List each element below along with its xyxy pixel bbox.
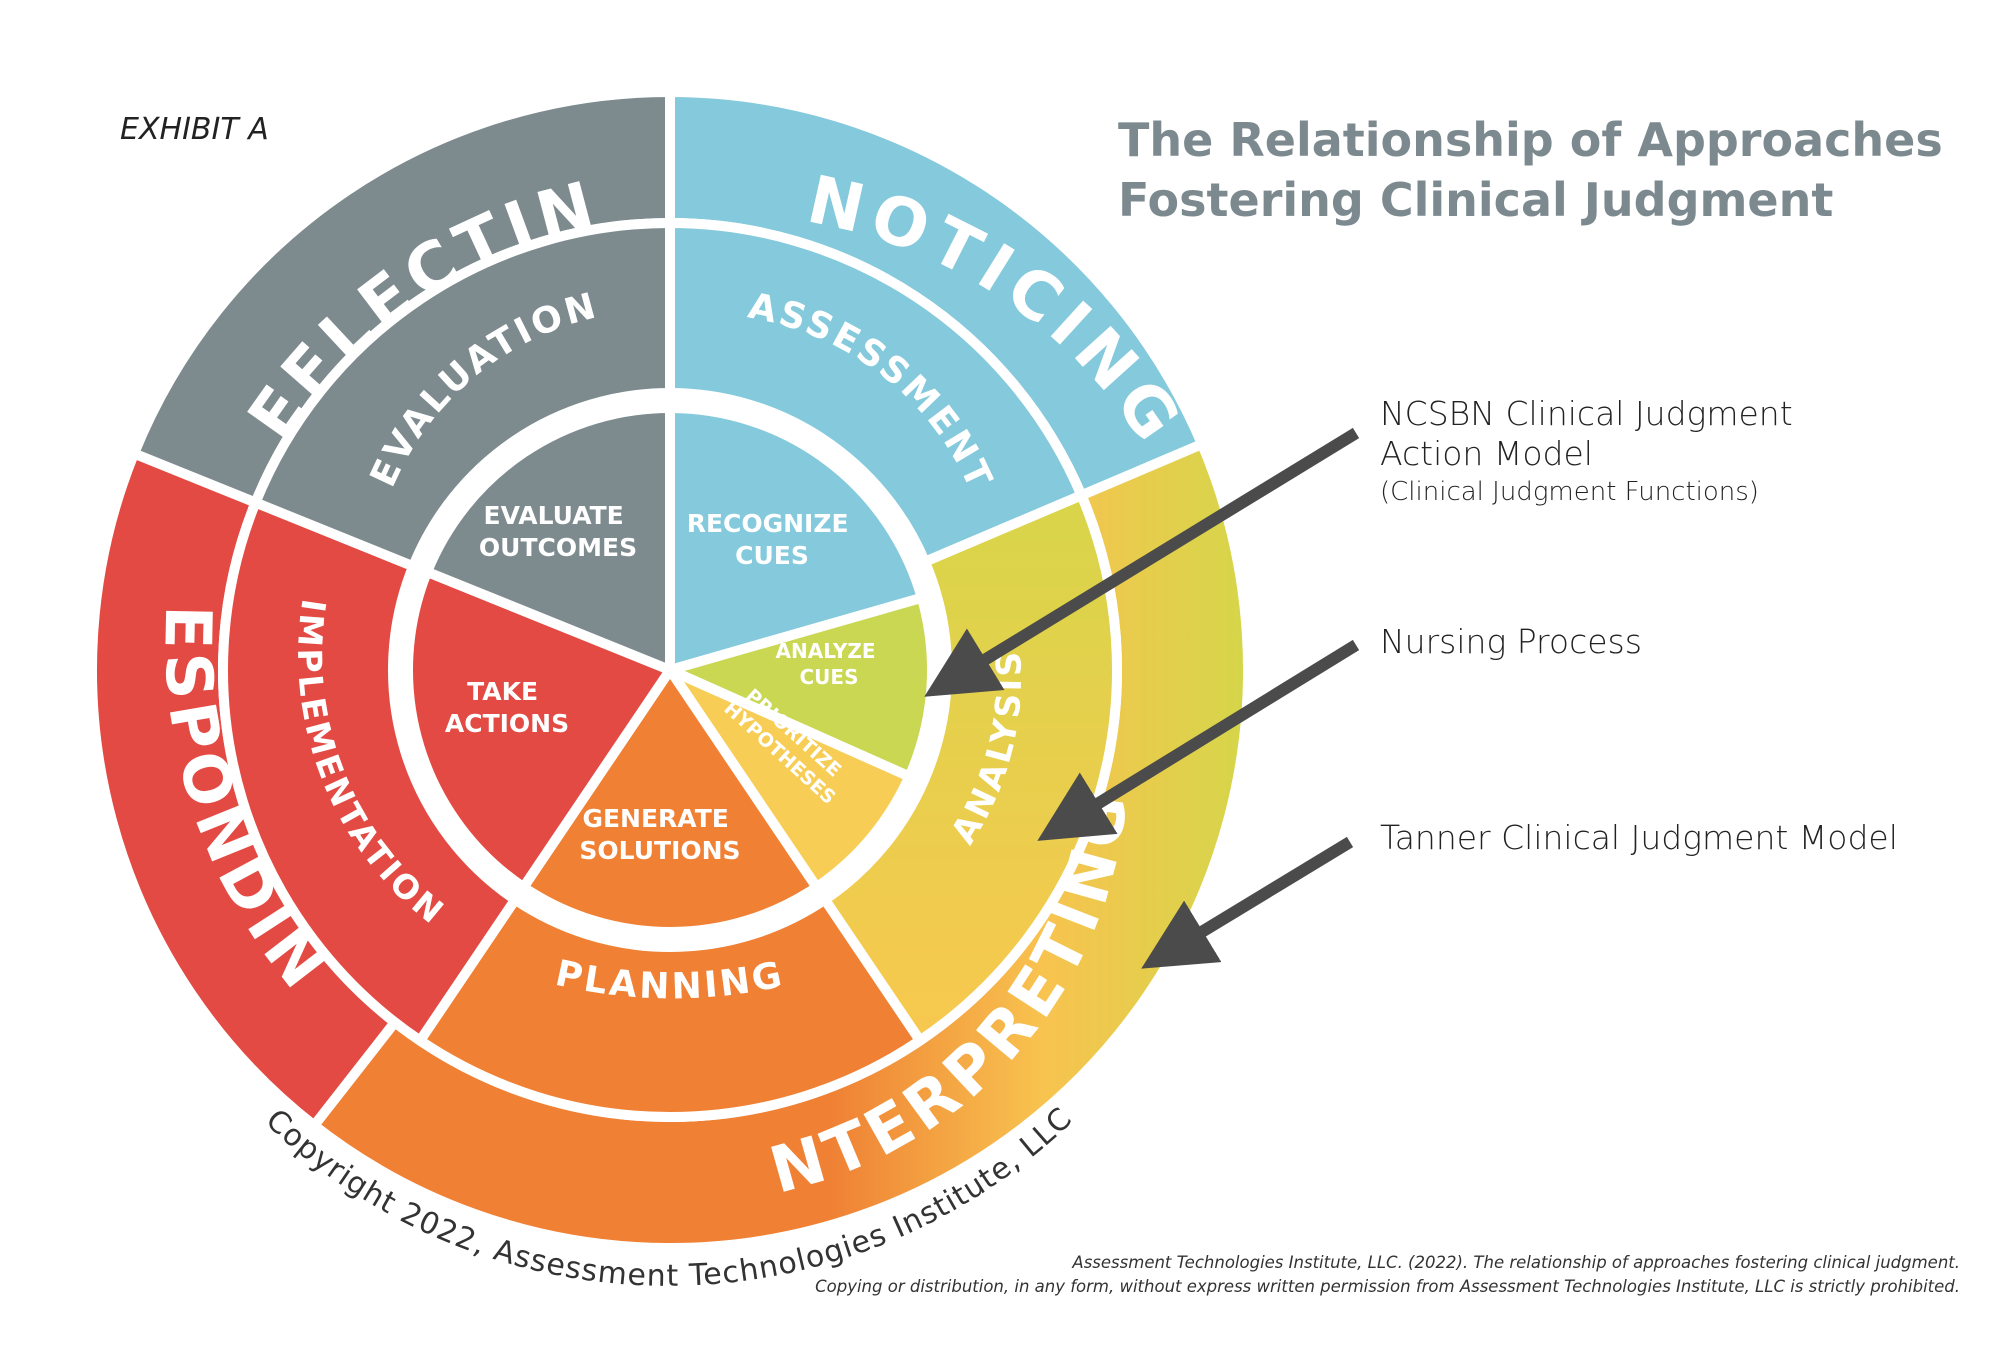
inner-label-analyze-cues: ANALYZE CUES bbox=[776, 639, 883, 689]
inner-segment-recognize-cues bbox=[665, 402, 929, 677]
legend-ncsbn-line2: Action Model bbox=[1380, 434, 1593, 473]
legend-nursing-process: Nursing Process bbox=[1380, 622, 1642, 661]
inner-segment-generate-solutions bbox=[516, 661, 824, 937]
arrow-ncsbn bbox=[924, 427, 1360, 697]
legend-ncsbn-sub: (Clinical Judgment Functions) bbox=[1380, 477, 1759, 507]
page-title: The Relationship of Approaches Fostering… bbox=[1118, 110, 1998, 230]
legend-arrows bbox=[924, 427, 1360, 969]
citation-line-2: Copying or distribution, in any form, wi… bbox=[815, 1277, 1960, 1296]
legend-ncsbn: NCSBN Clinical Judgment Action Model (Cl… bbox=[1380, 394, 1793, 510]
inner-segment-prioritize-hypotheses bbox=[656, 658, 916, 895]
inner-label-recognize-cues: RECOGNIZE CUES bbox=[687, 509, 858, 570]
title-line-1: The Relationship of Approaches bbox=[1118, 113, 1943, 167]
arrow-nursing-process bbox=[1037, 639, 1360, 841]
middle-segment-assessment bbox=[665, 217, 1089, 569]
citation: Assessment Technologies Institute, LLC. … bbox=[815, 1251, 1960, 1299]
citation-line-1: Assessment Technologies Institute, LLC. … bbox=[1072, 1253, 1960, 1272]
inner-segment-evaluate-outcomes bbox=[420, 402, 675, 678]
exhibit-label: EXHIBIT A bbox=[120, 112, 269, 147]
arrow-tanner bbox=[1141, 836, 1354, 969]
wheel-segments bbox=[87, 86, 1253, 1253]
inner-segment-take-actions bbox=[403, 565, 678, 895]
legend-tanner: Tanner Clinical Judgment Model bbox=[1380, 818, 1898, 857]
legend-ncsbn-line1: NCSBN Clinical Judgment bbox=[1380, 394, 1793, 433]
inner-label-take-actions: TAKE ACTIONS bbox=[445, 677, 569, 738]
middle-segment-evaluation bbox=[249, 217, 675, 573]
inner-label-evaluate-outcomes: EVALUATE OUTCOMES bbox=[479, 501, 637, 562]
inner-label-generate-solutions: GENERATE SOLUTIONS bbox=[579, 804, 740, 865]
title-line-2: Fostering Clinical Judgment bbox=[1118, 173, 1834, 227]
middle-segment-planning bbox=[413, 892, 927, 1122]
middle-segment-implementation bbox=[218, 496, 523, 1048]
